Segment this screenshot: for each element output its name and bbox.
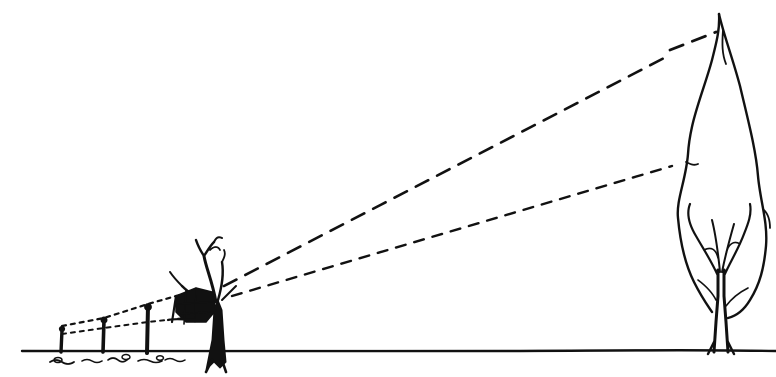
tall-tree xyxy=(678,14,770,354)
sight-line-top-end xyxy=(670,32,716,50)
near-stake-2 xyxy=(101,317,107,352)
ground-line xyxy=(22,350,776,351)
ground-texture xyxy=(50,355,185,365)
near-stake-1 xyxy=(59,326,64,352)
sight-line-bottom xyxy=(232,166,672,296)
sight-line-top xyxy=(224,56,668,286)
sight-line-near-bottom xyxy=(62,318,185,334)
near-stake-3 xyxy=(145,304,152,353)
sight-line-near-top xyxy=(62,292,190,326)
